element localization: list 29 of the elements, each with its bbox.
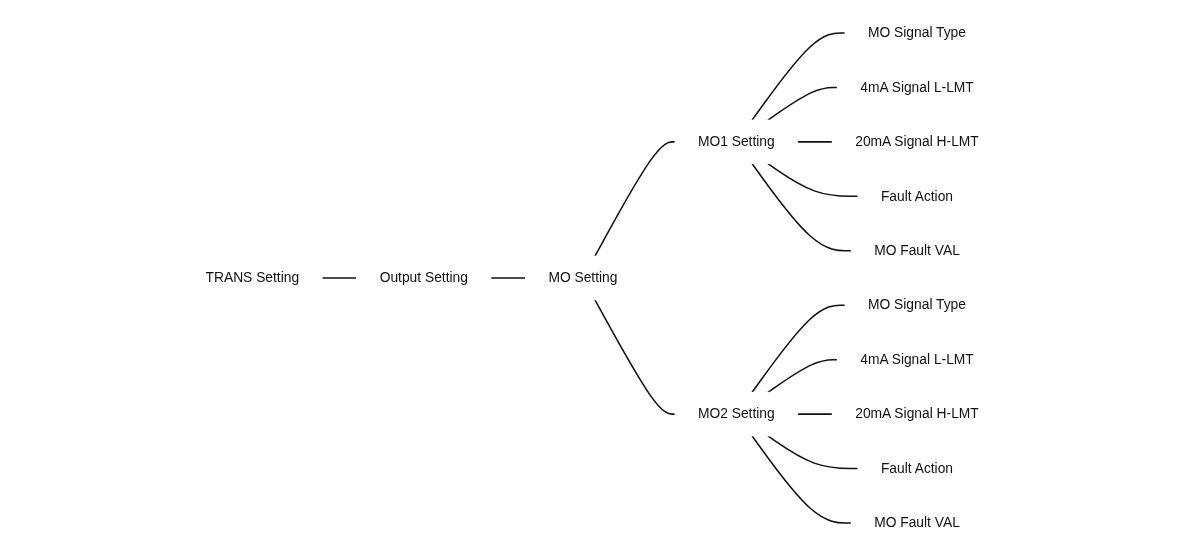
node-text: 20mA Signal H-LMT xyxy=(855,133,979,150)
node-text: Output Setting xyxy=(379,269,468,286)
connector xyxy=(751,162,852,252)
connector xyxy=(594,141,676,257)
connector xyxy=(751,304,846,394)
node-text: 4mA Signal L-LMT xyxy=(860,351,974,367)
node-text: MO Signal Type xyxy=(867,24,966,41)
connector xyxy=(321,277,358,279)
connector xyxy=(751,32,846,121)
connector xyxy=(490,277,527,279)
connector xyxy=(767,435,859,470)
node-text: MO2 Setting xyxy=(697,406,775,422)
node-text: Fault Action xyxy=(880,460,953,476)
node-text: 4mA Signal L-LMT xyxy=(860,79,974,95)
connector xyxy=(767,162,859,198)
connector xyxy=(796,141,833,143)
node-text: MO1 Setting xyxy=(697,133,775,150)
node-text: MO Signal Type xyxy=(867,297,966,313)
connector xyxy=(767,86,838,121)
node-text: 20mA Signal H-LMT xyxy=(855,406,979,422)
node-text: Fault Action xyxy=(880,188,953,204)
connector xyxy=(796,413,833,415)
connector xyxy=(767,358,838,394)
node-text: MO Fault VAL xyxy=(874,514,960,531)
node-text: MO Setting xyxy=(548,269,618,286)
connector xyxy=(594,299,676,415)
node-text: TRANS Setting xyxy=(205,269,299,286)
node-text: MO Fault VAL xyxy=(874,242,960,259)
connector xyxy=(751,435,852,524)
